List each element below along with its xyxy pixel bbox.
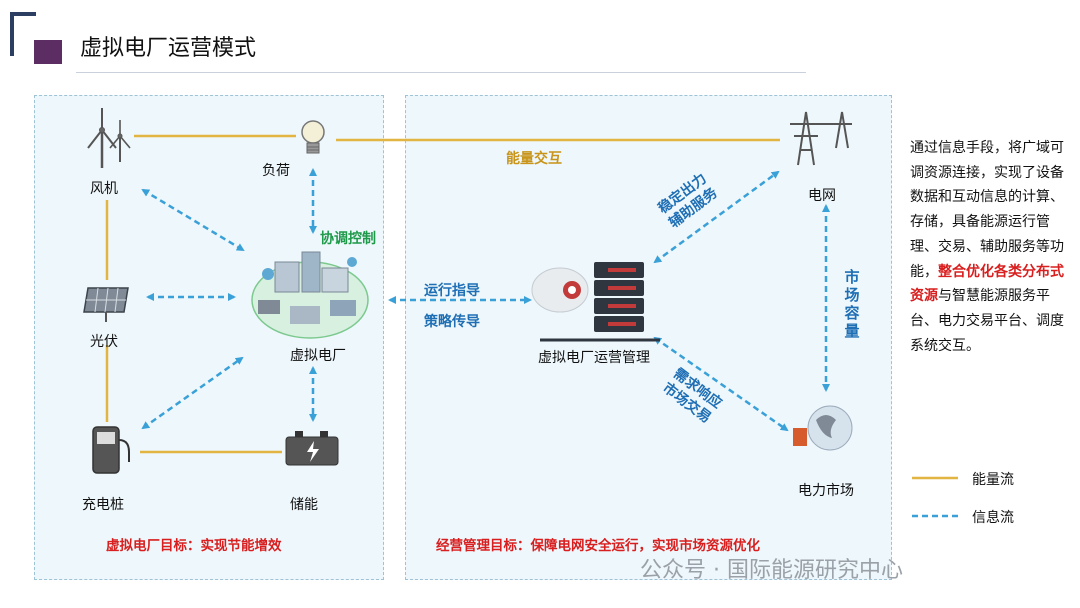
page-title: 虚拟电厂运营模式 [80,36,257,61]
title-divider [76,72,806,73]
label-strategy: 策略传导 [424,314,480,330]
energy-storage-icon [285,431,339,466]
label-storage: 储能 [290,497,318,513]
legend-info-label: 信息流 [972,510,1014,526]
solar-panel-icon [83,287,129,322]
operation-panel [405,95,892,580]
label-charger: 充电桩 [82,497,124,513]
info-arrow-mgmt-market [653,336,789,432]
server-cloud-icon [531,262,660,342]
info-arrow-mgmt-grid [653,170,780,264]
label-market-capacity: 市场容量 [844,268,860,340]
goal-right: 经营管理目标：保障电网安全运行，实现市场资源优化 [436,538,760,554]
description-part2: 与智慧能源服务平台、电力交易平台、调度系统交互。 [910,288,1064,354]
logo-bracket [10,12,36,56]
description-part1: 通过信息手段，将广域可调资源连接，实现了设备数据和互动信息的计算、存储，具备能源… [910,140,1064,280]
label-coordination: 协调控制 [320,231,376,247]
label-wind: 风机 [90,181,118,197]
legend-energy-label: 能量流 [972,472,1014,488]
watermark: 公众号 · 国际能源研究中心 [640,558,903,583]
info-flow-arrows [141,168,830,432]
label-op-guidance: 运行指导 [424,283,480,299]
label-vpp: 虚拟电厂 [290,348,346,364]
description-highlight: 整合优化各类分布式资源 [910,263,1064,305]
transmission-tower-icon [790,111,852,166]
label-vpp-mgmt: 虚拟电厂运营管理 [538,350,650,366]
energy-flow-lines [105,134,780,454]
globe-market-icon [793,405,853,451]
label-load: 负荷 [262,163,290,179]
description-text: 通过信息手段，将广域可调资源连接，实现了设备数据和互动信息的计算、存储，具备能源… [910,136,1068,358]
light-bulb-icon [301,120,325,154]
charging-pile-icon [92,426,130,474]
goal-left: 虚拟电厂目标：实现节能增效 [106,538,282,554]
logo-square [34,40,62,64]
label-energy-exchange: 能量交互 [506,151,562,167]
info-arrow-charger-vpp [141,356,244,430]
label-grid: 电网 [808,188,836,204]
wind-turbine-icon [87,108,131,168]
vpp-cluster-icon [251,251,369,339]
label-solar: 光伏 [90,334,118,350]
label-market: 电力市场 [798,483,854,499]
info-arrow-wind-vpp [141,188,245,252]
vpp-panel [34,95,384,580]
